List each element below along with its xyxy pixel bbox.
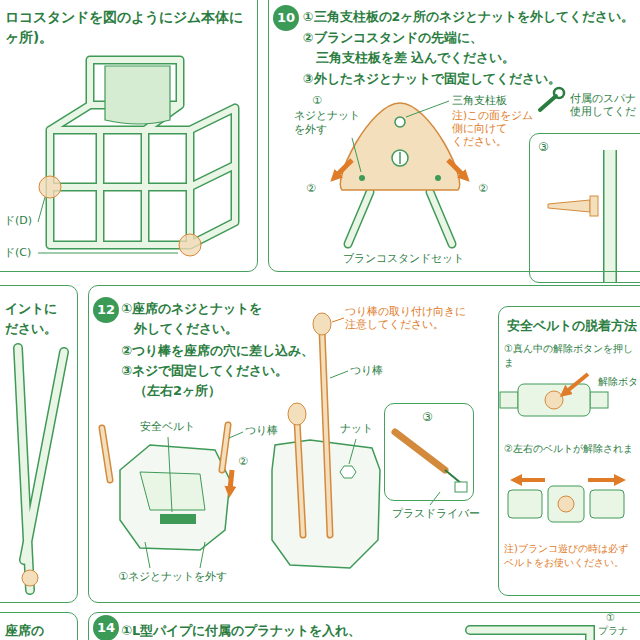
- inset-box: ③: [384, 403, 474, 501]
- instruction-text: ロコスタンドを図のようにジム本体に ヶ所)。: [5, 7, 250, 47]
- callout-number: ②: [478, 182, 492, 196]
- instruction-text: ③: [422, 410, 438, 424]
- step-panel: 14①L型パイプに付属のプラナットを入れ、: [88, 612, 640, 640]
- inset-box: ③: [529, 133, 640, 283]
- part-label: ナット: [340, 422, 380, 436]
- step-panel: 座席の: [0, 612, 78, 640]
- step-panel: 12①座席のネジとナットを 外してください。②つり棒を座席の穴に差し込み、③ネジ…: [88, 285, 640, 603]
- part-label: 解除ボタ: [598, 376, 638, 388]
- callout-number: ②: [238, 455, 252, 469]
- part-label: プラナ: [598, 625, 636, 638]
- instruction-text: ②ブランコスタンドの先端に、三角支柱板を差 込んでください。: [303, 28, 573, 68]
- part-label: 付属のスパナ 使用してくだ: [570, 92, 636, 118]
- callout-number: ②: [306, 182, 320, 196]
- part-label: 三角支柱板: [452, 94, 514, 108]
- note-text: つり棒の取り付け向きに 注意してください。: [345, 305, 470, 331]
- step-number: 12: [93, 297, 119, 323]
- callout-number: ①: [312, 94, 326, 108]
- part-label: ブランコスタンドセット: [343, 252, 473, 266]
- inset-box: 安全ベルトの脱着方法 ①真ん中の解除ボタンを押しま ②左右のベルトが解除されま注)ブ…: [498, 306, 640, 596]
- part-label: ド(D): [4, 214, 44, 228]
- part-label: つり棒: [245, 424, 285, 438]
- instruction-text: ①三角支柱板の2ヶ所のネジとナットを外してください。: [303, 7, 639, 27]
- part-label: プラスドライバー: [392, 507, 487, 521]
- callout-number: ①: [606, 612, 620, 625]
- part-label: ド(C): [4, 246, 44, 260]
- instruction-text: ③外したネジとナットで固定してください。: [303, 69, 639, 89]
- step-panel: ロコスタンドを図のようにジム本体に ヶ所)。: [0, 0, 258, 272]
- instruction-text: ②つり棒を座席の穴に差し込み、: [121, 341, 321, 361]
- part-label: ネジとナット を外す: [294, 109, 364, 137]
- instruction-text: 座席の: [5, 621, 75, 640]
- panel-heading: 安全ベルトの脱着方法: [507, 318, 640, 334]
- instruction-text: ①座席のネジとナットを 外してください。: [121, 299, 271, 339]
- instruction-text: ①真ん中の解除ボタンを押しま: [504, 342, 640, 370]
- instruction-text: ①L型パイプに付属のプラナットを入れ、: [121, 621, 521, 640]
- step-number: 14: [93, 615, 119, 640]
- part-label: ①ネジとナットを外す: [118, 570, 238, 584]
- instruction-text: ③: [538, 140, 554, 154]
- instruction-text: イントに ださい。: [5, 299, 63, 339]
- instruction-text: 注)ブランコ遊びの時は必ず ベルトをお使いください。: [504, 542, 640, 570]
- step-number: 10: [273, 5, 299, 31]
- instruction-text: ③ネジで固定してください。 （左右2ヶ所）: [121, 361, 296, 401]
- part-label: 安全ベルト: [140, 420, 200, 434]
- note-text: 注)この面をジム 側に向けて ください。: [452, 109, 540, 148]
- part-label: つり棒: [350, 364, 390, 378]
- step-panel: イントに ださい。: [0, 285, 78, 603]
- instruction-text: ②左右のベルトが解除されま: [504, 442, 640, 456]
